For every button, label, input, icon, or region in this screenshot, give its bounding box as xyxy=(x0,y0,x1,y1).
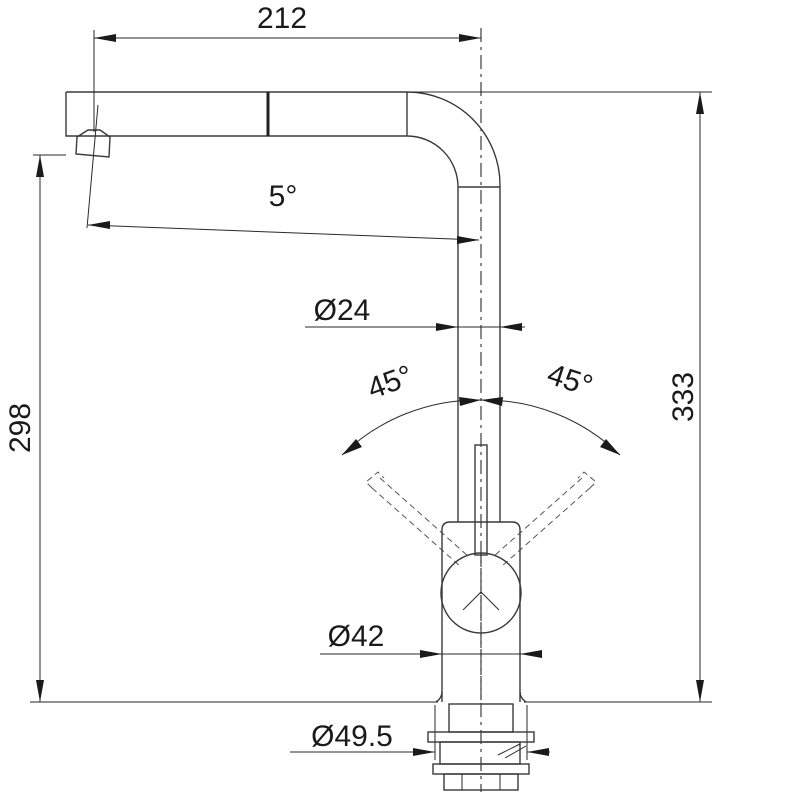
dimension-total-height: 333 xyxy=(412,91,712,702)
mount-diameter-label: Ø49.5 xyxy=(311,720,393,753)
lever-left-angle-label: 45° xyxy=(363,359,417,406)
spout-angle-label: 5° xyxy=(269,180,298,213)
dimension-spout-height: 298 xyxy=(4,154,712,703)
spout-reach-label: 212 xyxy=(257,2,307,35)
tube-diameter-label: Ø24 xyxy=(314,294,371,327)
dimension-spout-angle: 5° xyxy=(86,104,480,244)
body-diameter-label: Ø42 xyxy=(328,620,385,653)
faucet-body xyxy=(435,444,527,703)
total-height-label: 333 xyxy=(667,372,700,422)
dimension-lever-angle: 45° 45° xyxy=(341,358,621,456)
dimension-tube-diameter: Ø24 xyxy=(305,294,525,331)
spout-height-label: 298 xyxy=(4,403,37,453)
lever-ghost-left xyxy=(365,471,469,567)
mounting-base xyxy=(427,703,535,791)
dimension-spout-reach: 212 xyxy=(93,2,481,132)
dimension-mount-diameter: Ø49.5 xyxy=(290,720,550,756)
dimension-body-diameter: Ø42 xyxy=(320,620,542,658)
lever-ghost-right xyxy=(493,471,597,567)
lever-right-angle-label: 45° xyxy=(543,358,596,403)
aerator xyxy=(75,129,111,158)
spout xyxy=(65,91,501,522)
